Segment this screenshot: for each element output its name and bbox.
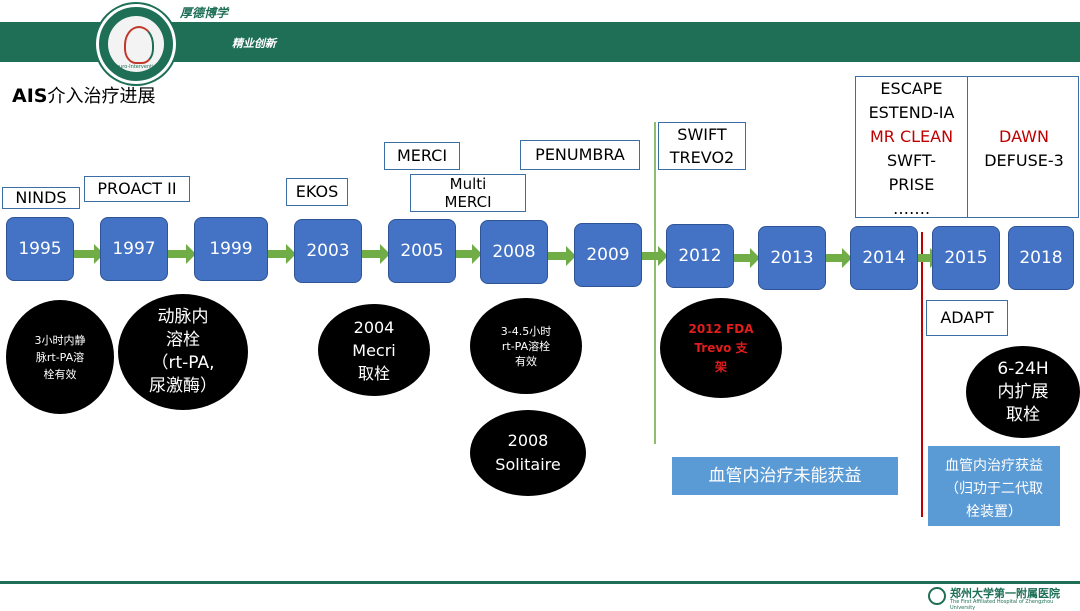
footer-line	[0, 581, 1080, 584]
circle-text: 栓有效	[43, 367, 77, 381]
hospital-logo-icon	[928, 587, 946, 605]
label-proact-ii: PROACT II	[84, 176, 190, 202]
trial-dawn: DAWN	[999, 127, 1049, 146]
slide-title: AIS介入治疗进展	[12, 82, 155, 108]
circle-text: （rt-PA,	[151, 353, 215, 373]
year-box-1995: 1995	[6, 217, 74, 281]
circle-text: Solitaire	[495, 455, 561, 474]
neuro-intervention-logo: Neuro-Intervention	[96, 4, 176, 84]
circle-text: 脉rt-PA溶	[35, 350, 85, 364]
header-bar	[0, 22, 1080, 62]
trial-defuse-3: DEFUSE-3	[984, 151, 1064, 170]
timeline-arrow	[456, 244, 482, 264]
circle-intra-arterial: 动脉内溶栓 （rt-PA, 尿激酶）	[118, 294, 248, 410]
circle-text: 6-24H	[997, 358, 1049, 379]
timeline-arrow	[826, 248, 852, 268]
year-box-2014: 2014	[850, 226, 918, 290]
trial-swft: SWFT-	[887, 151, 936, 170]
motto-top: 厚德博学	[180, 6, 229, 20]
title-chinese: 介入治疗进展	[47, 86, 156, 107]
trials-panel-2014-2015: ESCAPE ESTEND-IA MR CLEAN SWFT- PRISE ………	[855, 76, 1079, 218]
note-benefit-line: （归功于二代取	[945, 481, 1043, 497]
timeline-arrow	[268, 244, 296, 264]
panel-dawn-group: DAWN DEFUSE-3	[968, 125, 1080, 173]
note-benefit-line: 血管内治疗获益	[945, 458, 1043, 474]
trial-ellipsis: …….	[892, 199, 931, 218]
label-ekos: EKOS	[286, 178, 348, 206]
divider-line-red	[921, 232, 923, 517]
timeline-arrow	[918, 248, 940, 268]
year-box-2013: 2013	[758, 226, 826, 290]
year-box-1999: 1999	[194, 217, 268, 281]
circle-text: rt-PA溶栓	[501, 339, 551, 353]
circle-text: 溶栓	[166, 330, 200, 350]
circle-text: 取栓	[357, 363, 390, 383]
label-merci: MERCI	[384, 142, 460, 170]
note-benefit-line: 栓装置）	[966, 504, 1022, 520]
circle-text: 3小时内静	[34, 333, 86, 347]
hospital-name: 郑州大学第一附属医院	[950, 587, 1060, 600]
hospital-name-en: The First Affiliated Hospital of Zhengzh…	[950, 599, 1054, 611]
year-box-2012: 2012	[666, 224, 734, 288]
trial-estend-ia: ESTEND-IA	[868, 103, 955, 122]
timeline-arrow	[548, 246, 576, 266]
motto-bottom: 精业创新	[232, 37, 276, 50]
year-box-2008: 2008	[480, 220, 548, 284]
swift-line2: TREVO2	[669, 148, 735, 167]
timeline-arrow	[168, 244, 196, 264]
year-box-2003: 2003	[294, 219, 362, 283]
note-no-benefit: 血管内治疗未能获益	[672, 457, 898, 495]
multi-merci-line2: MERCI	[444, 193, 492, 211]
circle-text: 2004	[353, 317, 395, 337]
year-box-2015: 2015	[932, 226, 1000, 290]
label-adapt: ADAPT	[926, 300, 1008, 336]
label-multi-merci: Multi MERCI	[410, 174, 526, 212]
trial-prise: PRISE	[888, 175, 935, 194]
trial-mr-clean: MR CLEAN	[869, 127, 954, 146]
divider-line-green	[654, 122, 656, 444]
label-swift-trevo2: SWIFT TREVO2	[658, 122, 746, 170]
circle-text: 2012 FDA	[688, 321, 754, 336]
circle-text: Trevo 支	[694, 340, 748, 355]
circle-text: 取栓	[1006, 404, 1040, 425]
panel-escape-group: ESCAPE ESTEND-IA MR CLEAN SWFT- PRISE ………	[856, 77, 968, 218]
timeline-arrow	[640, 246, 668, 266]
multi-merci-line1: Multi	[449, 175, 487, 193]
label-penumbra: PENUMBRA	[520, 140, 640, 170]
circle-text: Mecri	[352, 340, 396, 360]
trial-escape: ESCAPE	[880, 79, 943, 98]
circle-text: 有效	[515, 354, 537, 368]
circle-text: 3-4.5小时	[500, 324, 552, 338]
swift-line1: SWIFT	[677, 125, 727, 144]
head-icon	[124, 26, 154, 64]
year-box-2018: 2018	[1008, 226, 1074, 290]
circle-text: 内扩展	[997, 381, 1049, 402]
logo-text: Neuro-Intervention	[112, 64, 160, 70]
circle-text: 架	[714, 359, 727, 374]
circle-text: 动脉内	[157, 307, 209, 327]
timeline-arrow	[734, 248, 760, 268]
circle-ivt-3h: 3小时内静脉rt-PA溶栓有效	[6, 300, 114, 414]
title-latin: AIS	[12, 85, 48, 107]
year-box-2009: 2009	[574, 223, 642, 287]
circle-text: 尿激酶）	[149, 376, 217, 396]
timeline-arrow	[362, 244, 390, 264]
label-ninds: NINDS	[2, 187, 80, 209]
year-box-2005: 2005	[388, 219, 456, 283]
timeline-arrow	[74, 244, 104, 264]
note-benefit: 血管内治疗获益 （归功于二代取 栓装置）	[928, 446, 1060, 526]
year-box-1997: 1997	[100, 217, 168, 281]
circle-text: 2008	[507, 431, 549, 450]
circle-trevo-fda: 2012 FDA Trevo 支架	[660, 298, 782, 398]
